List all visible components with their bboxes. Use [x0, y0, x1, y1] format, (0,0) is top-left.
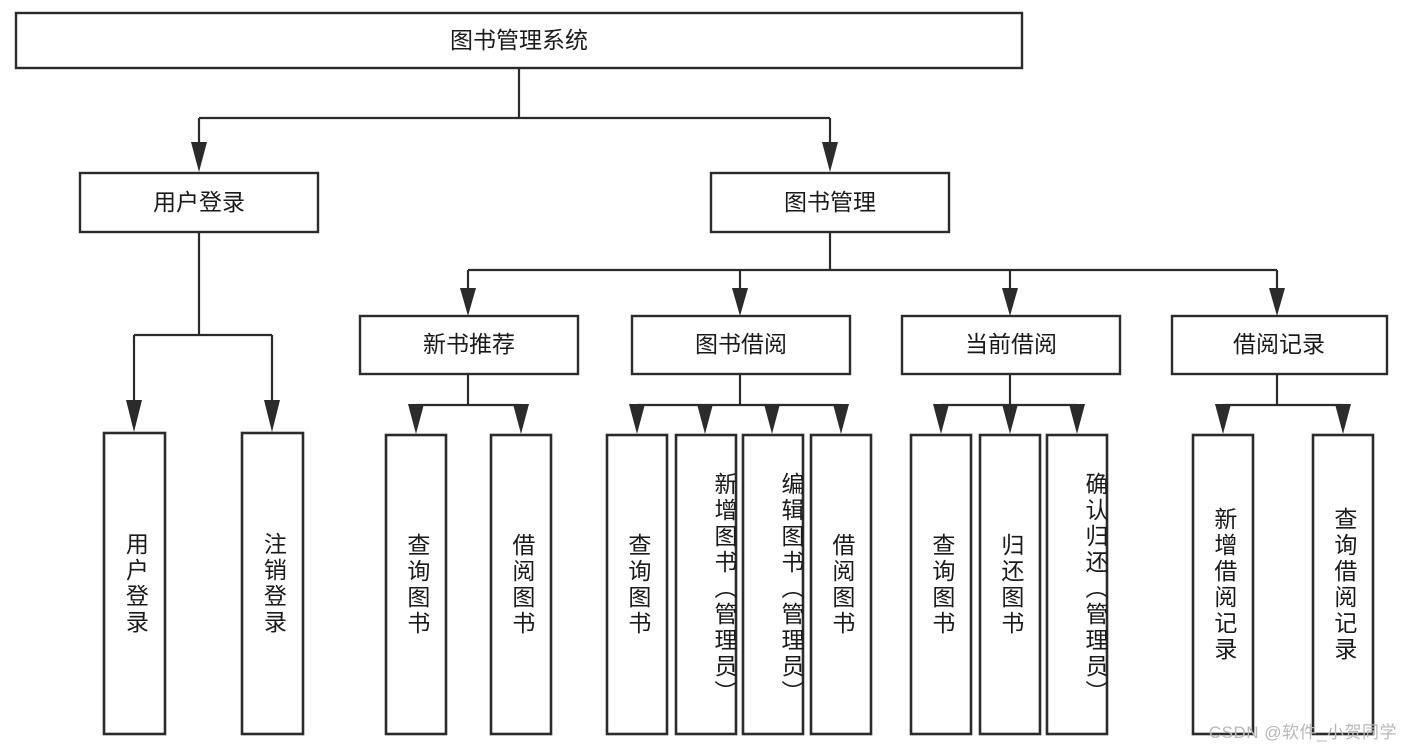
- node-book-manage-label: 图书管理: [784, 189, 876, 215]
- node-new-book-rec-box[interactable]: [358, 314, 580, 376]
- arrowhead-leaf-rec-borrow: [513, 404, 529, 434]
- arrowhead-leaf-rec-query: [408, 404, 424, 434]
- node-book-borrow-box[interactable]: [630, 314, 852, 376]
- node-book-borrow[interactable]: 图书借阅: [630, 314, 852, 376]
- leaf-box-user-logout[interactable]: [240, 431, 305, 736]
- leaf-box-user-login[interactable]: [102, 431, 167, 736]
- leaf-box-borrow-query[interactable]: [605, 433, 669, 736]
- node-root-box[interactable]: [14, 11, 1024, 70]
- csdn-watermark: CSDN @软件_小贺同学: [1208, 723, 1397, 742]
- node-borrow-record-label: 借阅记录: [1233, 331, 1325, 357]
- arrowhead-leaf-borrow-edit: [764, 404, 780, 434]
- arrowhead-leaf-user-login: [126, 400, 142, 432]
- leaf-box-rec-add[interactable]: [1191, 433, 1255, 736]
- leaf-box-cur-return[interactable]: [978, 433, 1042, 736]
- node-user-login-label: 用户登录: [153, 189, 245, 215]
- leaf-box-borrow-lend[interactable]: [809, 433, 873, 736]
- node-current-borrow-box[interactable]: [900, 314, 1122, 376]
- node-book-manage[interactable]: 图书管理: [709, 171, 951, 234]
- leaf-box-borrow-add[interactable]: [674, 433, 738, 736]
- node-current-borrow[interactable]: 当前借阅: [900, 314, 1122, 376]
- leaf-boxes-layer: [102, 431, 1375, 736]
- arrowhead-book-manage: [822, 142, 838, 172]
- node-borrow-record-box[interactable]: [1170, 314, 1389, 376]
- leaf-box-rec-borrow[interactable]: [489, 433, 553, 736]
- node-new-book-rec[interactable]: 新书推荐: [358, 314, 580, 376]
- node-root-label: 图书管理系统: [450, 27, 588, 53]
- arrowhead-leaf-rec-search: [1335, 404, 1351, 434]
- arrowhead-current-borrow: [1002, 288, 1018, 316]
- leaf-box-borrow-edit[interactable]: [741, 433, 805, 736]
- arrowhead-leaf-borrow-query: [629, 404, 645, 434]
- arrowhead-borrow-record: [1269, 288, 1285, 316]
- arrowhead-new-book-rec: [460, 288, 476, 316]
- node-book-manage-box[interactable]: [709, 171, 951, 234]
- arrowhead-book-borrow: [732, 288, 748, 316]
- leaf-box-cur-confirm[interactable]: [1045, 433, 1109, 736]
- arrowhead-leaf-user-logout: [264, 400, 280, 432]
- node-user-login-box[interactable]: [78, 171, 320, 234]
- node-user-login[interactable]: 用户登录: [78, 171, 320, 234]
- arrowhead-leaf-cur-return: [1002, 404, 1018, 434]
- arrowhead-leaf-rec-add: [1215, 404, 1231, 434]
- leaf-box-rec-query[interactable]: [384, 433, 448, 736]
- node-borrow-record[interactable]: 借阅记录: [1170, 314, 1389, 376]
- node-book-borrow-label: 图书借阅: [695, 331, 787, 357]
- leaf-box-cur-query[interactable]: [909, 433, 973, 736]
- arrowhead-leaf-cur-query: [933, 404, 949, 434]
- node-current-borrow-label: 当前借阅: [965, 331, 1057, 357]
- arrowhead-leaf-borrow-add: [697, 404, 713, 434]
- node-root[interactable]: 图书管理系统: [14, 11, 1024, 70]
- leaf-box-rec-search[interactable]: [1311, 433, 1375, 736]
- arrowhead-leaf-cur-confirm: [1069, 404, 1085, 434]
- arrowhead-user-login: [191, 142, 207, 172]
- arrowhead-leaf-borrow-lend: [833, 404, 849, 434]
- arrowheads-layer: [126, 142, 1351, 434]
- node-new-book-rec-label: 新书推荐: [423, 331, 515, 357]
